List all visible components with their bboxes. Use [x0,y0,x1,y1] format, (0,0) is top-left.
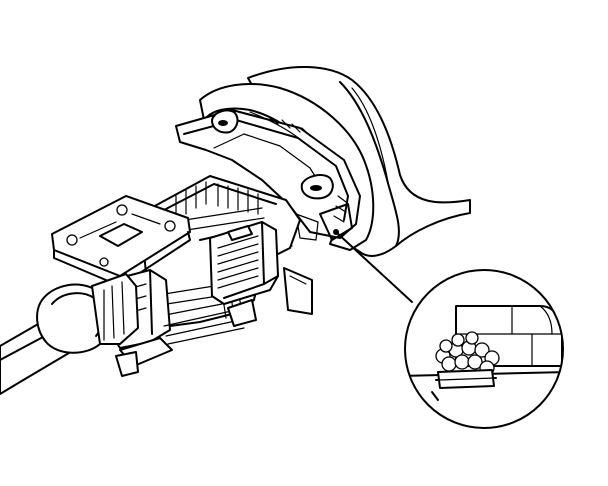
wire-harness-detail [404,269,564,429]
connector-module [209,221,313,315]
detail-leader [333,229,413,303]
steering-column-shaft [0,273,139,395]
switch-mounting-frame [175,83,375,251]
mounting-bracket [51,195,191,287]
